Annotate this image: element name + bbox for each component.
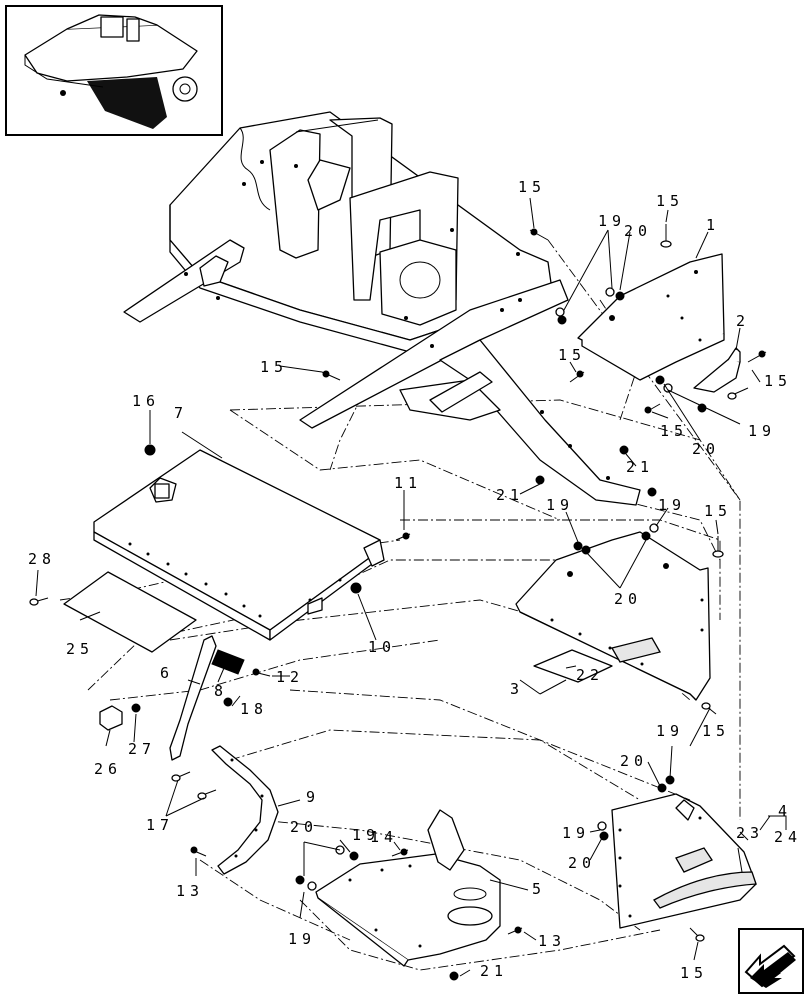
bolt-15-r3	[644, 403, 661, 414]
callout-19a: 19	[598, 212, 626, 230]
part-8-spring	[211, 649, 245, 675]
callout-15-right: 15	[764, 372, 792, 390]
bolt-17a	[171, 771, 191, 782]
overview-inset	[5, 5, 223, 136]
callout-19f: 19	[562, 824, 590, 842]
bolt-15-upper-right	[660, 224, 672, 248]
callout-17: 17	[146, 816, 174, 834]
part-5-lower-shield	[315, 809, 501, 967]
callout-15-mid2: 15	[558, 346, 586, 364]
bolt-15-right	[747, 350, 767, 363]
bolt-12	[252, 668, 271, 677]
part-1-upper-shield	[577, 253, 725, 381]
callout-1: 1	[706, 216, 720, 234]
callout-20d: 20	[620, 752, 648, 770]
part-26-clip	[99, 705, 123, 731]
part-6-rod	[169, 635, 217, 761]
callout-26: 26	[94, 760, 122, 778]
callout-13b: 13	[538, 932, 566, 950]
callout-20c: 20	[614, 590, 642, 608]
bolt-13a	[190, 846, 207, 857]
callout-21a: 21	[626, 458, 654, 476]
callout-13a: 13	[176, 882, 204, 900]
callout-7: 7	[174, 404, 188, 422]
callout-5: 5	[532, 880, 546, 898]
part-25-decal	[63, 571, 197, 653]
callout-22: 22	[576, 666, 604, 684]
callout-6: 6	[160, 664, 174, 682]
callout-15-bottom: 15	[680, 964, 708, 982]
callout-23: 23	[736, 824, 764, 842]
part-9-curved-guard	[211, 745, 279, 875]
callout-19b: 19	[748, 422, 776, 440]
bolt-11	[395, 532, 411, 541]
callout-10: 10	[368, 638, 396, 656]
bolt-13b	[507, 926, 523, 935]
bolt-15-lower-right	[712, 536, 724, 558]
bolt-15-mid	[321, 370, 341, 381]
callout-3: 3	[510, 680, 524, 698]
callout-20a: 20	[624, 222, 652, 240]
bolt-15-bottom	[689, 927, 705, 942]
callout-8: 8	[214, 682, 228, 700]
callout-15-top: 15	[518, 178, 546, 196]
callout-24: 24	[774, 828, 802, 846]
callout-15-upper-right: 15	[656, 192, 684, 210]
callout-4: 4	[778, 802, 792, 820]
callout-14: 14	[370, 828, 398, 846]
callout-15-lower: 15	[702, 722, 730, 740]
callout-20f: 20	[290, 818, 318, 836]
callout-21b: 21	[496, 486, 524, 504]
callout-15-r3: 15	[660, 422, 688, 440]
bolt-15-lower	[701, 702, 717, 715]
callout-labels: 1 2 3 4 5 6 7 8 9 10 11 12 13 13 14 15 1…	[28, 178, 802, 982]
callout-18: 18	[240, 700, 268, 718]
callout-19g: 19	[352, 826, 380, 844]
callout-15-mid: 15	[260, 358, 288, 376]
callout-19c: 19	[546, 496, 574, 514]
bolt-15-mid2	[569, 370, 585, 383]
part-22-decal	[533, 649, 613, 683]
next-page-button[interactable]	[738, 928, 804, 994]
main-frame	[123, 111, 641, 506]
part-7-hinged-cover	[93, 449, 385, 641]
bolt-14	[391, 848, 409, 857]
callout-9: 9	[306, 788, 320, 806]
callout-20b: 20	[692, 440, 720, 458]
callout-16: 16	[132, 392, 160, 410]
callout-2: 2	[736, 312, 750, 330]
callout-27: 27	[128, 740, 156, 758]
leader-lines	[35, 197, 787, 977]
callout-12: 12	[276, 668, 304, 686]
part-4-side-shield	[611, 793, 757, 929]
callout-19h: 19	[288, 930, 316, 948]
callout-28: 28	[28, 550, 56, 568]
callout-19e: 19	[656, 722, 684, 740]
part-3-lower-shield	[515, 531, 711, 701]
bolt-28	[29, 597, 49, 606]
bolt-15-r2	[727, 387, 749, 400]
machine-overview-thumbnail	[24, 14, 198, 129]
callout-11: 11	[394, 474, 422, 492]
next-page-arrow-icon	[744, 944, 796, 988]
callout-15-lower-right: 15	[704, 502, 732, 520]
callout-19d: 19	[658, 496, 686, 514]
bolt-15-top	[529, 228, 549, 241]
callout-20e: 20	[568, 854, 596, 872]
part-2-bracket	[693, 347, 741, 393]
callout-25: 25	[66, 640, 94, 658]
bolt-17b	[197, 789, 217, 800]
callout-21c: 21	[480, 962, 508, 980]
